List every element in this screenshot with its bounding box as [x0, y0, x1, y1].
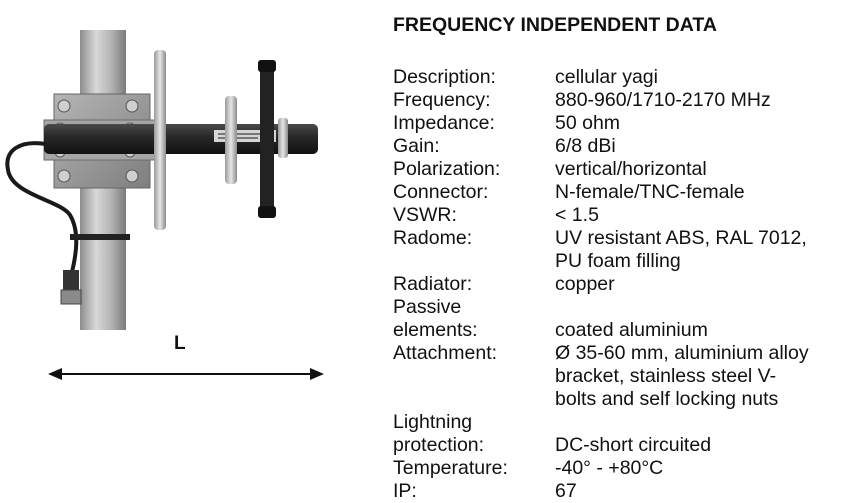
spec-value: DC-short circuited: [555, 434, 712, 456]
spec-row-polarization: Polarization: vertical/horizontal: [393, 158, 851, 181]
spec-label: Attachment:: [393, 342, 498, 364]
spec-value: 50 ohm: [555, 112, 621, 134]
spec-value: cellular yagi: [555, 66, 658, 88]
spec-label: Lightning protection:: [393, 411, 485, 456]
spec-row-temperature: Temperature: -40° - +80°C: [393, 457, 851, 480]
spec-value: < 1.5: [555, 204, 599, 226]
connector-nut: [60, 289, 82, 305]
radiator-top-cap: [258, 60, 276, 72]
reflector-element: [154, 50, 166, 230]
spec-row-passive-elements: Passive elements: coated aluminium: [393, 296, 851, 342]
spec-label: IP:: [393, 480, 417, 502]
radiator-bottom-cap: [258, 206, 276, 218]
spec-row-connector: Connector: N-female/TNC-female: [393, 181, 851, 204]
spec-value: vertical/horizontal: [555, 158, 707, 180]
spec-row-impedance: Impedance: 50 ohm: [393, 112, 851, 135]
spec-label: Impedance:: [393, 112, 495, 134]
sticker-barcode: [218, 133, 272, 135]
director-element: [225, 96, 237, 184]
cable-connector: [63, 270, 79, 290]
radiator-element: [260, 62, 274, 218]
spec-sheet-title: FREQUENCY INDEPENDENT DATA: [393, 14, 717, 36]
spec-label: VSWR:: [393, 204, 457, 226]
spec-value: copper: [555, 273, 615, 295]
cable-tie: [70, 234, 130, 240]
spec-label: Connector:: [393, 181, 489, 203]
spec-label: Passive elements:: [393, 296, 478, 341]
spec-value: N-female/TNC-female: [555, 181, 745, 203]
spec-label: Polarization:: [393, 158, 501, 180]
antenna-photo: L: [0, 0, 340, 502]
antenna-illustration: [5, 30, 324, 380]
small-director-element: [278, 118, 288, 158]
spec-row-description: Description: cellular yagi: [393, 66, 851, 89]
spec-row-ip: IP: 67: [393, 480, 851, 503]
spec-label: Frequency:: [393, 89, 491, 111]
sticker-text-line: [218, 137, 258, 139]
antenna-boom: [44, 124, 318, 154]
spec-label: Radiator:: [393, 273, 473, 295]
spec-value: 880-960/1710-2170 MHz: [555, 89, 771, 111]
spec-row-radiator: Radiator: copper: [393, 273, 851, 296]
spec-row-frequency: Frequency: 880-960/1710-2170 MHz: [393, 89, 851, 112]
spec-value: Ø 35-60 mm, aluminium alloy bracket, sta…: [555, 342, 809, 410]
spec-value: 6/8 dBi: [555, 135, 616, 157]
spec-label: Temperature:: [393, 457, 508, 479]
spec-row-vswr: VSWR: < 1.5: [393, 204, 851, 227]
spec-value: 67: [555, 480, 577, 502]
length-label: L: [174, 333, 186, 354]
spec-label: Radome:: [393, 227, 473, 249]
spec-value: UV resistant ABS, RAL 7012, PU foam fill…: [555, 227, 807, 272]
spec-row-gain: Gain: 6/8 dBi: [393, 135, 851, 158]
spec-row-radome: Radome: UV resistant ABS, RAL 7012, PU f…: [393, 227, 851, 273]
spec-row-attachment: Attachment: Ø 35-60 mm, aluminium alloy …: [393, 342, 851, 411]
spec-label: Description:: [393, 66, 496, 88]
spec-value: coated aluminium: [555, 319, 708, 341]
spec-label: Gain:: [393, 135, 440, 157]
spec-value: -40° - +80°C: [555, 457, 664, 479]
spec-row-lightning-protection: Lightning protection: DC-short circuited: [393, 411, 851, 457]
length-dimension-arrow: [48, 368, 324, 380]
spec-table: Description: cellular yagi Frequency: 88…: [393, 66, 851, 503]
